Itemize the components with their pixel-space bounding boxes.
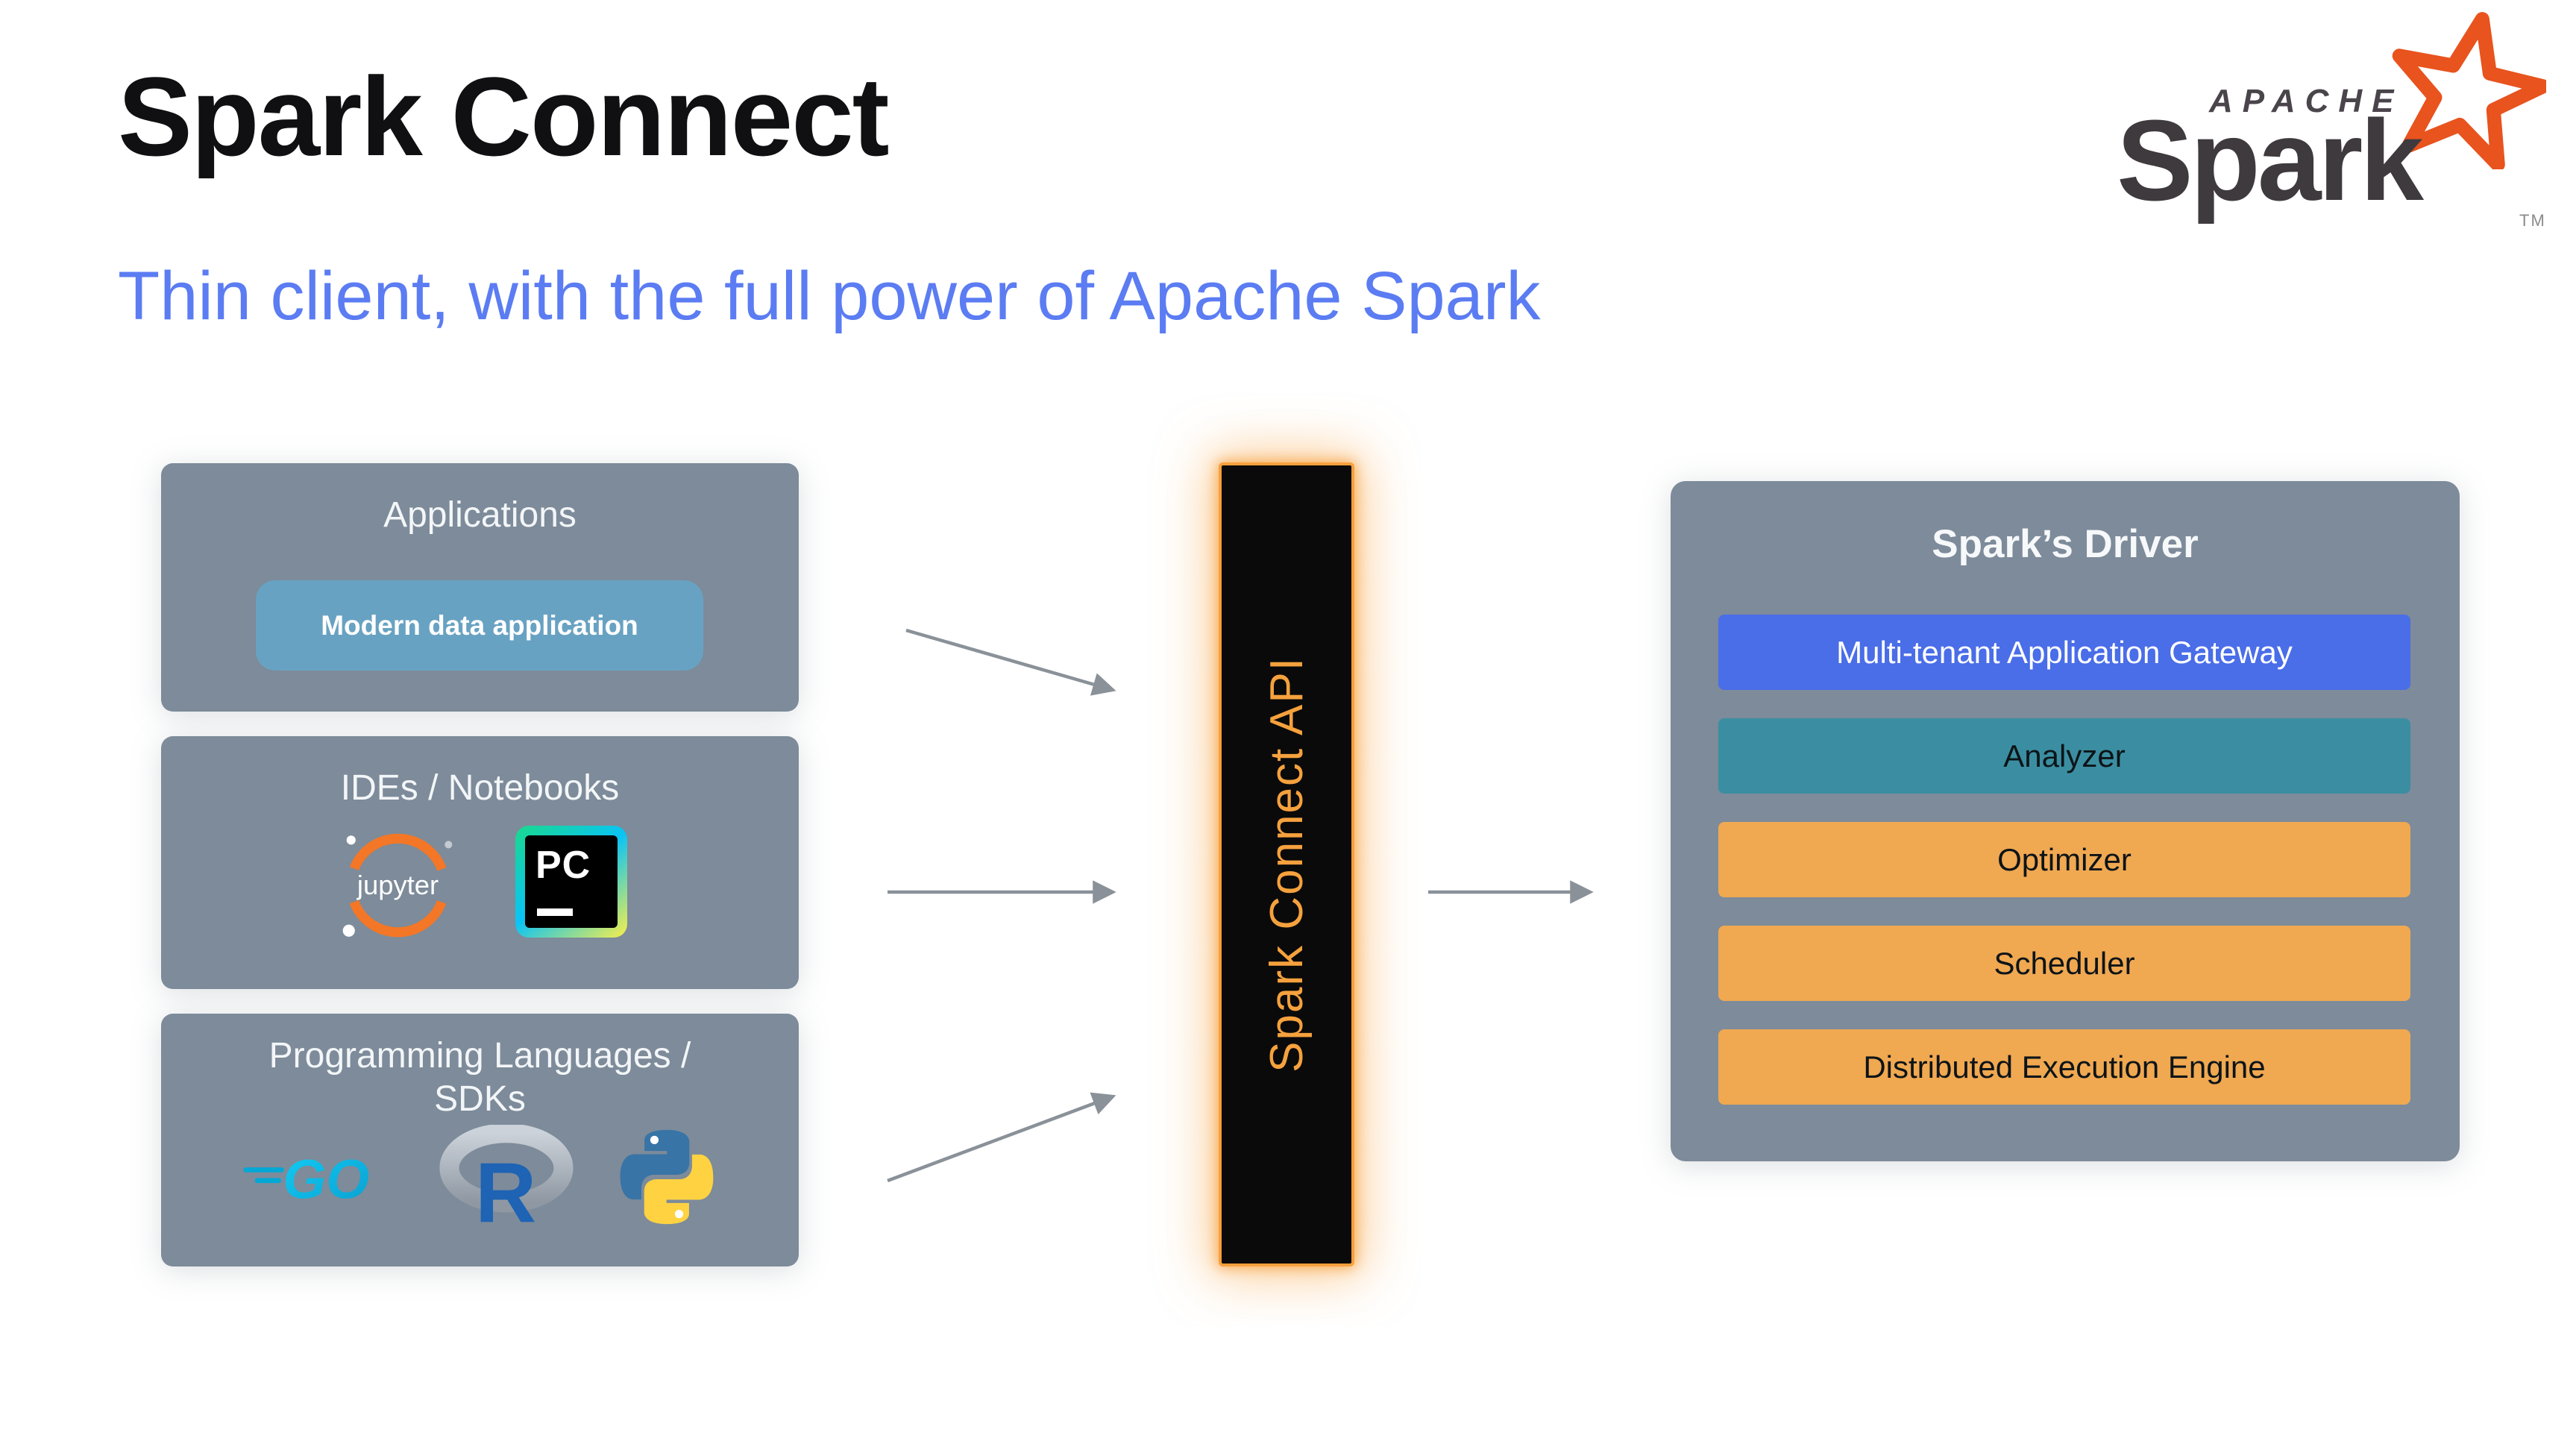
spark-star-icon	[2392, 12, 2546, 169]
r-logo-icon: R	[439, 1125, 574, 1229]
jupyter-logo-label: jupyter	[356, 870, 439, 900]
spark-connect-api-bar: Spark Connect API	[1219, 462, 1354, 1266]
languages-title-line2: SDKs	[434, 1079, 526, 1119]
page-title: Spark Connect	[118, 54, 890, 179]
driver-component-scheduler: Scheduler	[1718, 926, 2410, 1001]
arrow-applications-to-api	[905, 628, 1116, 696]
languages-logo-row: GO R	[161, 1125, 799, 1229]
logo-apache-text: APACHE	[2209, 83, 2404, 119]
applications-box-title: Applications	[383, 495, 577, 535]
languages-title-line1: Programming Languages /	[268, 1036, 691, 1076]
ides-notebooks-box-title: IDEs / Notebooks	[340, 768, 620, 808]
go-logo-icon: GO	[242, 1149, 369, 1211]
r-logo-label: R	[475, 1146, 536, 1229]
logo-trademark: TM	[2519, 211, 2546, 230]
pycharm-logo-inner: PC	[525, 835, 618, 928]
page-subtitle: Thin client, with the full power of Apac…	[118, 258, 1541, 334]
python-logo-icon	[620, 1130, 713, 1225]
jupyter-logo-icon: jupyter	[342, 833, 453, 938]
driver-component-gateway: Multi-tenant Application Gateway	[1718, 615, 2410, 690]
languages-sdks-box-title: Programming Languages / SDKs	[161, 1014, 799, 1120]
pycharm-underscore	[537, 908, 573, 916]
pycharm-logo-label: PC	[535, 844, 591, 887]
go-logo-label: GO	[283, 1149, 369, 1211]
languages-sdks-box: Programming Languages / SDKs GO	[161, 1014, 799, 1266]
spark-connect-api-label: Spark Connect API	[1260, 656, 1313, 1073]
driver-component-execution-engine: Distributed Execution Engine	[1718, 1029, 2410, 1105]
modern-data-application-chip: Modern data application	[256, 580, 703, 671]
logo-spark-wordmark: Spark	[2117, 96, 2424, 225]
driver-component-optimizer: Optimizer	[1718, 822, 2410, 897]
driver-component-analyzer: Analyzer	[1718, 718, 2410, 794]
ides-notebooks-box: IDEs / Notebooks jupyter PC	[161, 736, 799, 989]
apache-spark-logo: APACHE Spark TM	[2111, 11, 2566, 246]
arrow-languages-to-api	[887, 1092, 1116, 1183]
applications-box: Applications Modern data application	[161, 463, 799, 712]
ides-logo-row: jupyter PC	[161, 817, 799, 946]
spark-driver-box: Spark’s Driver Multi-tenant Application …	[1671, 481, 2460, 1161]
spark-driver-title: Spark’s Driver	[1932, 522, 2199, 566]
pycharm-logo-icon: PC	[515, 826, 627, 938]
driver-component-stack: Multi-tenant Application Gateway Analyze…	[1718, 615, 2410, 1105]
